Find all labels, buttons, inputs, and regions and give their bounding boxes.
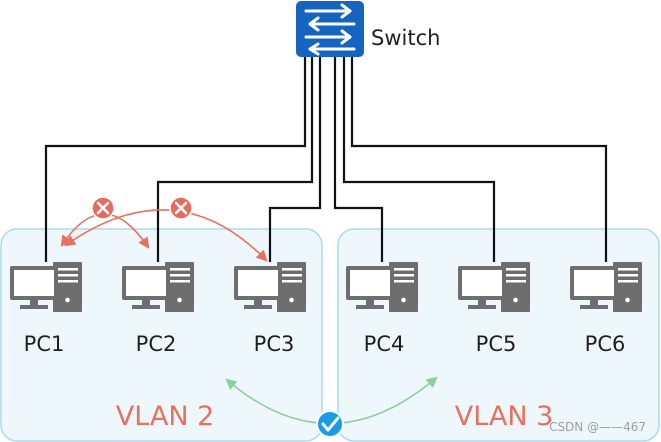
switch-links [44,56,608,262]
vlan-label-2: VLAN 2 [116,401,215,432]
watermark: CSDN @——467 [549,420,646,434]
link-pc5 [342,56,496,262]
pc-label-3: PC3 [254,332,295,356]
pc-label-5: PC5 [476,332,517,356]
pc-label-1: PC1 [24,332,65,356]
pc-label-2: PC2 [136,332,177,356]
link-pc3 [268,56,322,262]
link-pc4 [333,56,384,262]
link-pc2 [156,56,314,262]
pc-label-6: PC6 [585,332,626,356]
vlan-label-3: VLAN 3 [455,401,554,432]
switch-label: Switch [371,26,440,50]
pc-label-4: PC4 [364,332,405,356]
check-icon [316,410,344,438]
link-pc6 [350,56,608,262]
blocked-x-icon [169,196,193,220]
blocked-x-icon [91,196,115,220]
switch-icon [296,1,364,57]
link-pc1 [44,56,307,262]
